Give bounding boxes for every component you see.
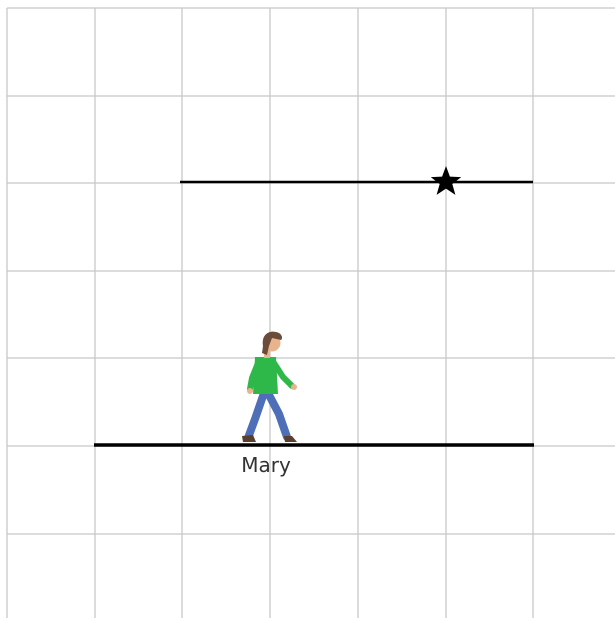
walking-person-icon — [242, 331, 297, 442]
person-name-label: Mary — [241, 453, 291, 477]
star-icon — [430, 166, 462, 195]
